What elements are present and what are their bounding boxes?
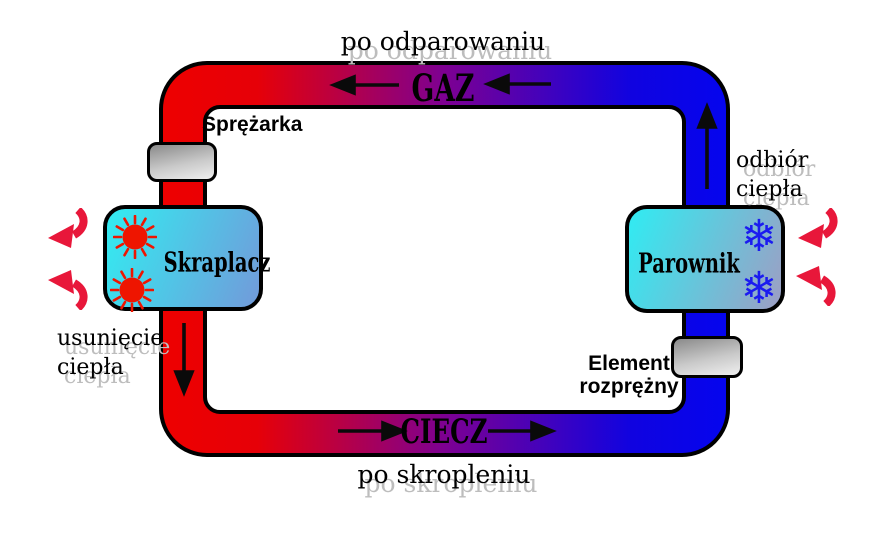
expansion-element-line2: rozprężny (579, 375, 679, 398)
evaporator-box: ❄ ❄ Parownik (625, 205, 785, 314)
gas-flow-arrow-right-icon (483, 73, 551, 95)
gas-pipe-label: GAZ (411, 66, 475, 110)
heat-intake-label: odbiór ciepła (736, 146, 808, 204)
heat-in-arrow-bottom-icon (796, 266, 836, 306)
condenser-label: Skraplacz (163, 247, 271, 279)
gas-flow-arrow-left-icon (329, 74, 399, 96)
snowflake-icon: ❄ (740, 263, 778, 314)
refrigerant-pipe-ring (159, 61, 730, 457)
expansion-valve-unit (671, 336, 743, 378)
evaporator-label: Parownik (638, 248, 740, 280)
heat-intake-line1: odbiór (736, 148, 809, 173)
flow-direction-arrows (173, 73, 718, 442)
downward-flow-arrow-icon (173, 323, 195, 397)
liquid-flow-arrow-right-icon (488, 420, 557, 442)
sun-icon (113, 215, 157, 259)
heat-removal-label: usunięcie ciepła (57, 324, 163, 382)
after-condensation-label: po skropleniu (357, 460, 531, 489)
liquid-pipe-label: CIECZ (400, 412, 488, 452)
heat-removal-line1: usunięcie (57, 326, 164, 351)
snowflake-icon: ❄ (740, 211, 778, 262)
expansion-element-line1: Element (588, 352, 670, 375)
heat-out-arrow-top-icon (48, 208, 88, 248)
upward-flow-arrow-icon (696, 102, 718, 189)
heat-removal-line2: ciepła (57, 355, 124, 380)
compressor-label: Sprężarka (202, 113, 303, 136)
sun-icon (110, 268, 154, 312)
compressor-unit (147, 142, 217, 182)
expansion-element-label: Element rozprężny (557, 352, 701, 398)
heat-out-arrow-bottom-icon (48, 270, 88, 310)
heat-intake-line2: ciepła (736, 177, 803, 202)
after-evaporation-label: po odparowaniu (340, 27, 546, 56)
condenser-box: Skraplacz (103, 205, 270, 312)
liquid-flow-arrow-left-icon (338, 420, 408, 442)
heat-in-arrow-top-icon (798, 208, 838, 248)
